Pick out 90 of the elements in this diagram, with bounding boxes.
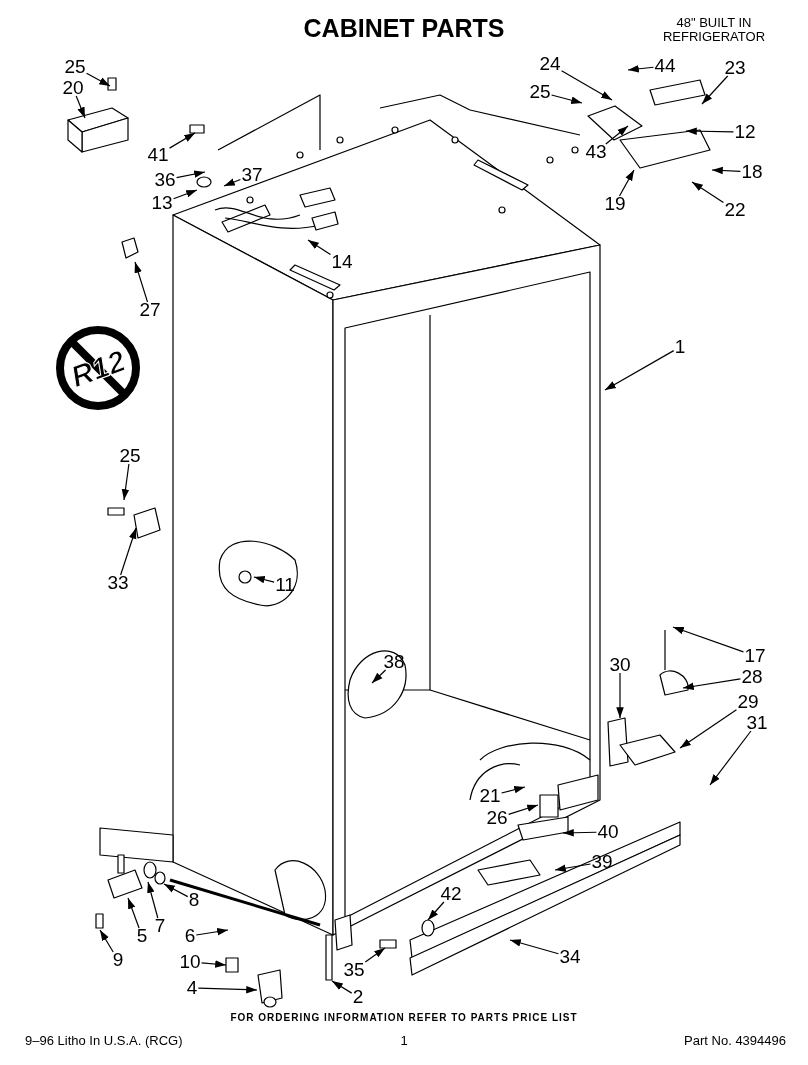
leader-line: [627, 65, 655, 73]
leader-line: [679, 709, 738, 749]
leader-line: [200, 960, 227, 968]
callout-number: 14: [331, 252, 353, 272]
leader-line: [562, 829, 598, 837]
callout-number: 17: [744, 646, 766, 666]
callout-number: 27: [139, 300, 161, 320]
page-number: 1: [400, 1034, 408, 1049]
callout-number: 42: [440, 884, 462, 904]
callout-number: 9: [112, 950, 124, 970]
leader-line: [121, 463, 130, 501]
callout-number: 37: [241, 165, 263, 185]
leader-line: [701, 75, 729, 105]
leader-line: [364, 947, 386, 963]
callout-number: 35: [343, 960, 365, 980]
callout-number: 7: [154, 916, 166, 936]
callout-number: 1: [674, 337, 686, 357]
callout-number: 5: [136, 926, 148, 946]
leader-line: [120, 527, 137, 576]
print-note: 9–96 Litho In U.S.A. (RCG): [25, 1034, 183, 1049]
callout-number: 25: [529, 82, 551, 102]
leader-line: [168, 132, 196, 149]
callout-number: 6: [184, 926, 196, 946]
callout-number: 19: [604, 194, 626, 214]
callout-number: 30: [609, 655, 631, 675]
footer-note: FOR ORDERING INFORMATION REFER TO PARTS PRICE LIST: [230, 1012, 578, 1023]
leader-line: [331, 980, 353, 994]
callout-number: 29: [737, 692, 759, 712]
leader-line: [85, 72, 111, 87]
leader-line: [507, 804, 539, 815]
leader-line: [127, 897, 140, 929]
callout-number: 40: [597, 822, 619, 842]
callout-number: 12: [734, 122, 756, 142]
leader-line: [711, 166, 742, 175]
callout-number: 26: [486, 808, 508, 828]
callout-number: 21: [479, 786, 501, 806]
leader-line: [163, 883, 189, 898]
callout-number: 8: [188, 890, 200, 910]
leader-line: [709, 730, 752, 786]
leader-line: [618, 169, 635, 197]
callout-number: 38: [383, 652, 405, 672]
leader-line: [195, 927, 229, 936]
leader-line: [172, 189, 198, 200]
callout-number: 28: [741, 667, 763, 687]
leader-line: [500, 786, 526, 794]
leader-line: [134, 261, 149, 303]
leader-line: [604, 350, 675, 391]
subtitle-note: 48" BUILT IN REFRIGERATOR: [661, 16, 767, 45]
leader-line: [427, 901, 445, 921]
leader-line: [75, 95, 86, 119]
callout-number: 43: [585, 142, 607, 162]
leader-line: [99, 929, 114, 953]
callout-number: 11: [275, 575, 295, 595]
callout-number: 44: [654, 56, 676, 76]
callout-number: 41: [147, 145, 169, 165]
callout-number: 4: [186, 978, 198, 998]
callout-number: 31: [746, 713, 768, 733]
leader-line: [550, 94, 583, 104]
leader-line: [560, 70, 613, 101]
callout-number: 18: [741, 162, 763, 182]
leader-line: [307, 239, 332, 256]
leader-line: [509, 939, 560, 955]
leader-line: [605, 125, 629, 145]
callout-number: 22: [724, 200, 746, 220]
leader-line: [682, 678, 742, 691]
callout-number: 34: [559, 947, 581, 967]
leader-line: [685, 127, 735, 135]
callout-number: 25: [64, 57, 86, 77]
callout-number: 36: [154, 170, 176, 190]
leader-line: [371, 669, 387, 684]
leader-line: [554, 863, 592, 872]
callout-number: 33: [107, 573, 129, 593]
part-number: Part No. 4394496: [684, 1034, 786, 1049]
callout-number: 24: [539, 54, 561, 74]
callout-number: 39: [591, 852, 613, 872]
title: CABINET PARTS: [303, 14, 505, 43]
leader-line: [197, 985, 258, 994]
leader-line: [223, 178, 242, 187]
callout-number: 10: [179, 952, 201, 972]
callout-number: 20: [62, 78, 84, 98]
leader-line: [147, 881, 159, 919]
leader-line: [691, 181, 725, 204]
leader-line: [672, 626, 745, 653]
leader-line: [175, 170, 206, 179]
callout-number: 23: [724, 58, 746, 78]
leader-line: [253, 576, 275, 584]
callout-number: 13: [151, 193, 173, 213]
callout-number: 25: [119, 446, 141, 466]
callout-number: 2: [352, 987, 364, 1007]
leader-line: [616, 672, 624, 719]
